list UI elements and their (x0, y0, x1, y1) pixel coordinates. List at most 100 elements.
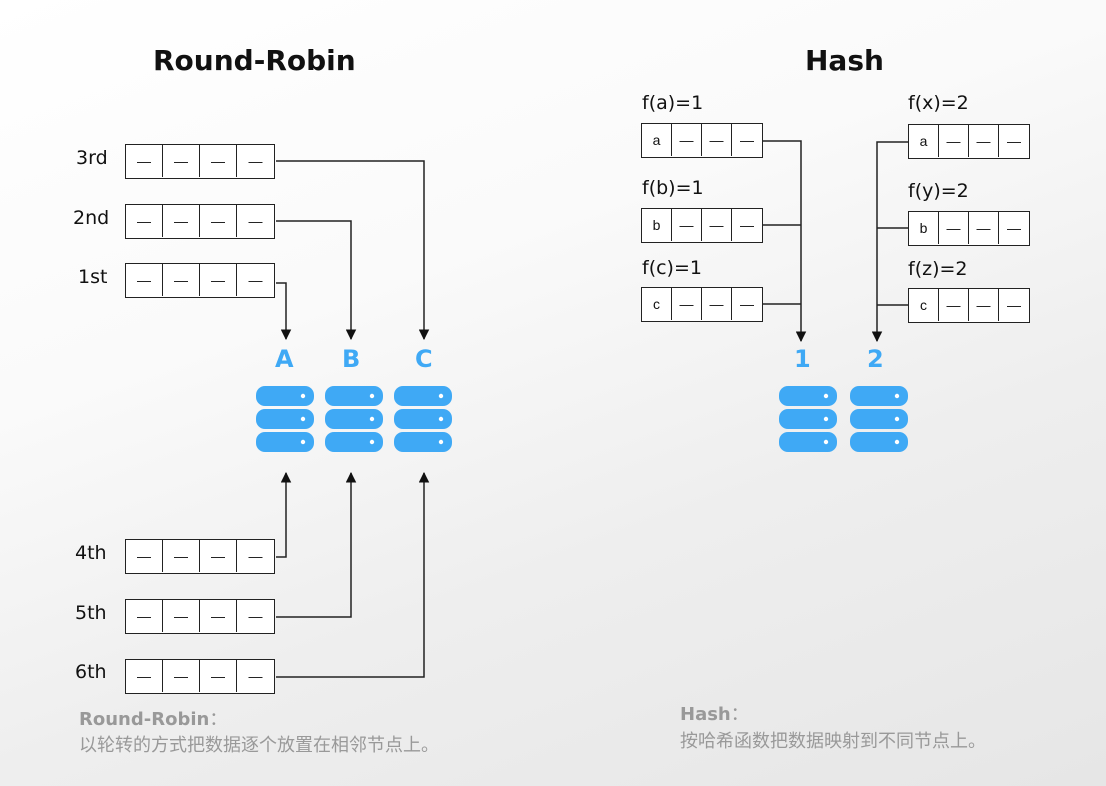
record-cell: b (909, 212, 939, 244)
round-robin-title: Round-Robin (153, 44, 356, 77)
record-cell: — (969, 212, 999, 244)
node-label-a: A (275, 345, 294, 373)
record-cell: — (248, 608, 263, 624)
record-cell: — (248, 213, 263, 229)
record-cell: — (248, 668, 263, 684)
record-cell: — (163, 264, 200, 296)
hash-label-z: f(z)=2 (908, 258, 968, 280)
record-cell: — (126, 205, 163, 237)
record-cell: — (1006, 220, 1021, 236)
record-cell: — (672, 209, 702, 241)
record-cell: — (126, 145, 163, 177)
hash-caption-title: Hash： (680, 700, 749, 726)
record-cell: — (739, 296, 754, 312)
record-cell: — (969, 289, 999, 321)
database-icon (779, 386, 837, 452)
hash-record-x: a — — — (908, 124, 1030, 159)
record-cell: c (909, 289, 939, 321)
arrow-1st-to-a (276, 282, 292, 341)
round-robin-caption-title: Round-Robin： (79, 705, 227, 731)
arrow-3rd-to-c (276, 160, 430, 341)
record-cell: — (969, 125, 999, 157)
hash-line-a (763, 140, 807, 343)
caption-colon: ： (209, 709, 228, 730)
record-6th: — — — — (125, 659, 275, 694)
node-label-c: C (415, 345, 433, 373)
arrow-2nd-to-b (276, 220, 357, 341)
hash-label-b: f(b)=1 (642, 177, 704, 199)
hash-line-x (871, 141, 908, 343)
hash-record-z: c — — — (908, 288, 1030, 323)
record-cell: — (200, 145, 237, 177)
record-label-5th: 5th (75, 602, 107, 624)
record-cell: — (200, 205, 237, 237)
hash-record-a: a — — — (641, 123, 763, 158)
node-label-1: 1 (794, 345, 811, 373)
record-5th: — — — — (125, 599, 275, 634)
hash-title: Hash (805, 44, 884, 77)
record-label-2nd: 2nd (73, 207, 110, 229)
record-cell: — (702, 209, 732, 241)
record-1st: — — — — (125, 263, 275, 298)
record-cell: a (909, 125, 939, 157)
record-cell: — (1006, 133, 1021, 149)
record-cell: a (642, 124, 672, 156)
record-label-3rd: 3rd (76, 147, 108, 169)
caption-colon: ： (730, 704, 749, 725)
record-cell: — (126, 264, 163, 296)
record-cell: — (126, 660, 163, 692)
record-cell: — (939, 125, 969, 157)
record-cell: — (126, 600, 163, 632)
record-cell: c (642, 288, 672, 320)
record-cell: — (200, 600, 237, 632)
database-icon (850, 386, 908, 452)
record-cell: — (200, 660, 237, 692)
hash-label-c: f(c)=1 (642, 257, 702, 279)
record-cell: — (248, 272, 263, 288)
record-cell: — (248, 548, 263, 564)
hash-caption-text: 按哈希函数把数据映射到不同节点上。 (680, 731, 986, 752)
hash-label-x: f(x)=2 (908, 92, 969, 114)
record-cell: — (739, 217, 754, 233)
record-cell: b (642, 209, 672, 241)
record-cell: — (200, 264, 237, 296)
record-cell: — (672, 124, 702, 156)
record-cell: — (672, 288, 702, 320)
record-cell: — (200, 540, 237, 572)
record-label-4th: 4th (75, 542, 107, 564)
caption-title-text: Hash (680, 704, 731, 725)
record-cell: — (163, 660, 200, 692)
caption-title-text: Round-Robin (79, 709, 210, 730)
database-icon (256, 386, 314, 452)
record-cell: — (248, 153, 263, 169)
record-4th: — — — — (125, 539, 275, 574)
arrow-6th-to-c (276, 471, 430, 678)
round-robin-caption-text: 以轮转的方式把数据逐个放置在相邻节点上。 (79, 735, 439, 756)
arrow-4th-to-a (276, 471, 292, 558)
record-2nd: — — — — (125, 204, 275, 239)
node-label-b: B (342, 345, 361, 373)
record-cell: — (702, 288, 732, 320)
record-cell: — (163, 600, 200, 632)
record-cell: — (939, 289, 969, 321)
hash-record-b: b — — — (641, 208, 763, 243)
record-cell: — (702, 124, 732, 156)
record-3rd: — — — — (125, 144, 275, 179)
record-label-6th: 6th (75, 661, 107, 683)
record-cell: — (163, 540, 200, 572)
database-icon (394, 386, 452, 452)
record-cell: — (1006, 297, 1021, 313)
record-cell: — (939, 212, 969, 244)
record-cell: — (739, 132, 754, 148)
hash-record-c: c — — — (641, 287, 763, 322)
record-label-1st: 1st (78, 266, 108, 288)
hash-label-y: f(y)=2 (908, 180, 969, 202)
record-cell: — (126, 540, 163, 572)
hash-label-a: f(a)=1 (642, 92, 704, 114)
hash-record-y: b — — — (908, 211, 1030, 246)
record-cell: — (163, 205, 200, 237)
node-label-2: 2 (867, 345, 884, 373)
record-cell: — (163, 145, 200, 177)
arrow-5th-to-b (276, 471, 357, 618)
